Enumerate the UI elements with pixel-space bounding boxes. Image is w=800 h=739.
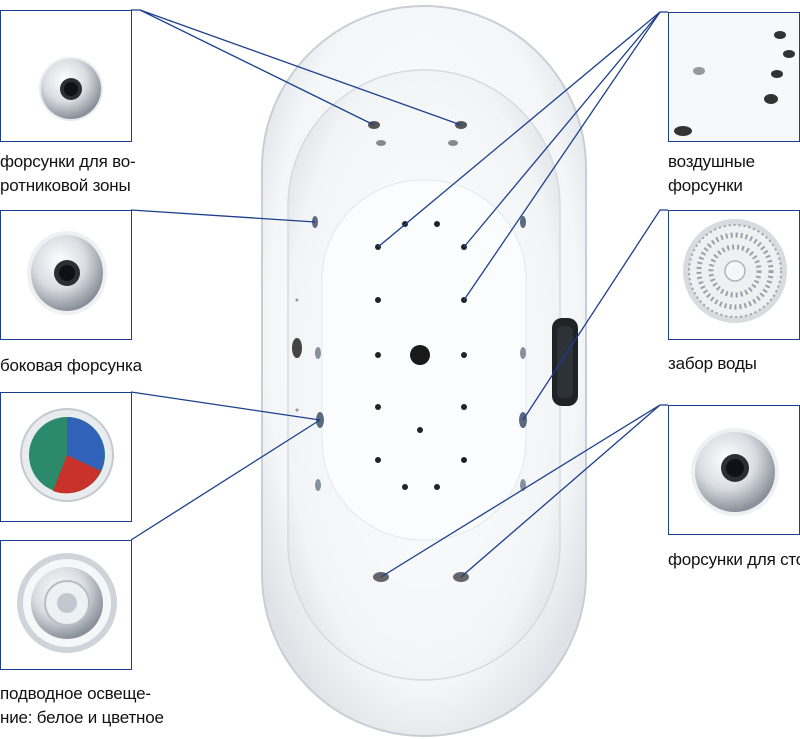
drain	[410, 345, 430, 365]
collar-jet-thumbnail	[0, 10, 132, 142]
round-jet-icon	[39, 57, 103, 121]
air-nozzle-dots	[375, 221, 467, 490]
side-jets	[292, 216, 527, 491]
side-jet-icon	[27, 231, 107, 315]
water-intake-grille-icon	[683, 219, 787, 323]
rgb-light-thumbnail	[0, 392, 132, 522]
foot-jet-icon	[691, 428, 779, 516]
white-light-icon	[17, 553, 117, 653]
air-nozzle-icon	[669, 13, 799, 141]
water-intake-label: забор воды	[668, 354, 757, 373]
side-jet-thumbnail	[0, 210, 132, 340]
foot-jet-label: форсунки для стоп	[668, 550, 800, 569]
leader-lines	[130, 9, 668, 578]
foot-jet-thumbnail	[668, 405, 800, 535]
lighting-label: подводное освеще-ние: белое и цветное	[0, 684, 164, 727]
side-jet-label: боковая форсунка	[0, 356, 142, 375]
white-light-thumbnail	[0, 540, 132, 670]
rgb-light-icon	[20, 408, 114, 502]
air-nozzle-thumbnail	[668, 12, 800, 142]
collar-jet-label: форсунки для во-ротниковой зоны	[0, 152, 136, 195]
water-intake-thumbnail	[668, 210, 800, 340]
collar-jets	[368, 121, 467, 146]
